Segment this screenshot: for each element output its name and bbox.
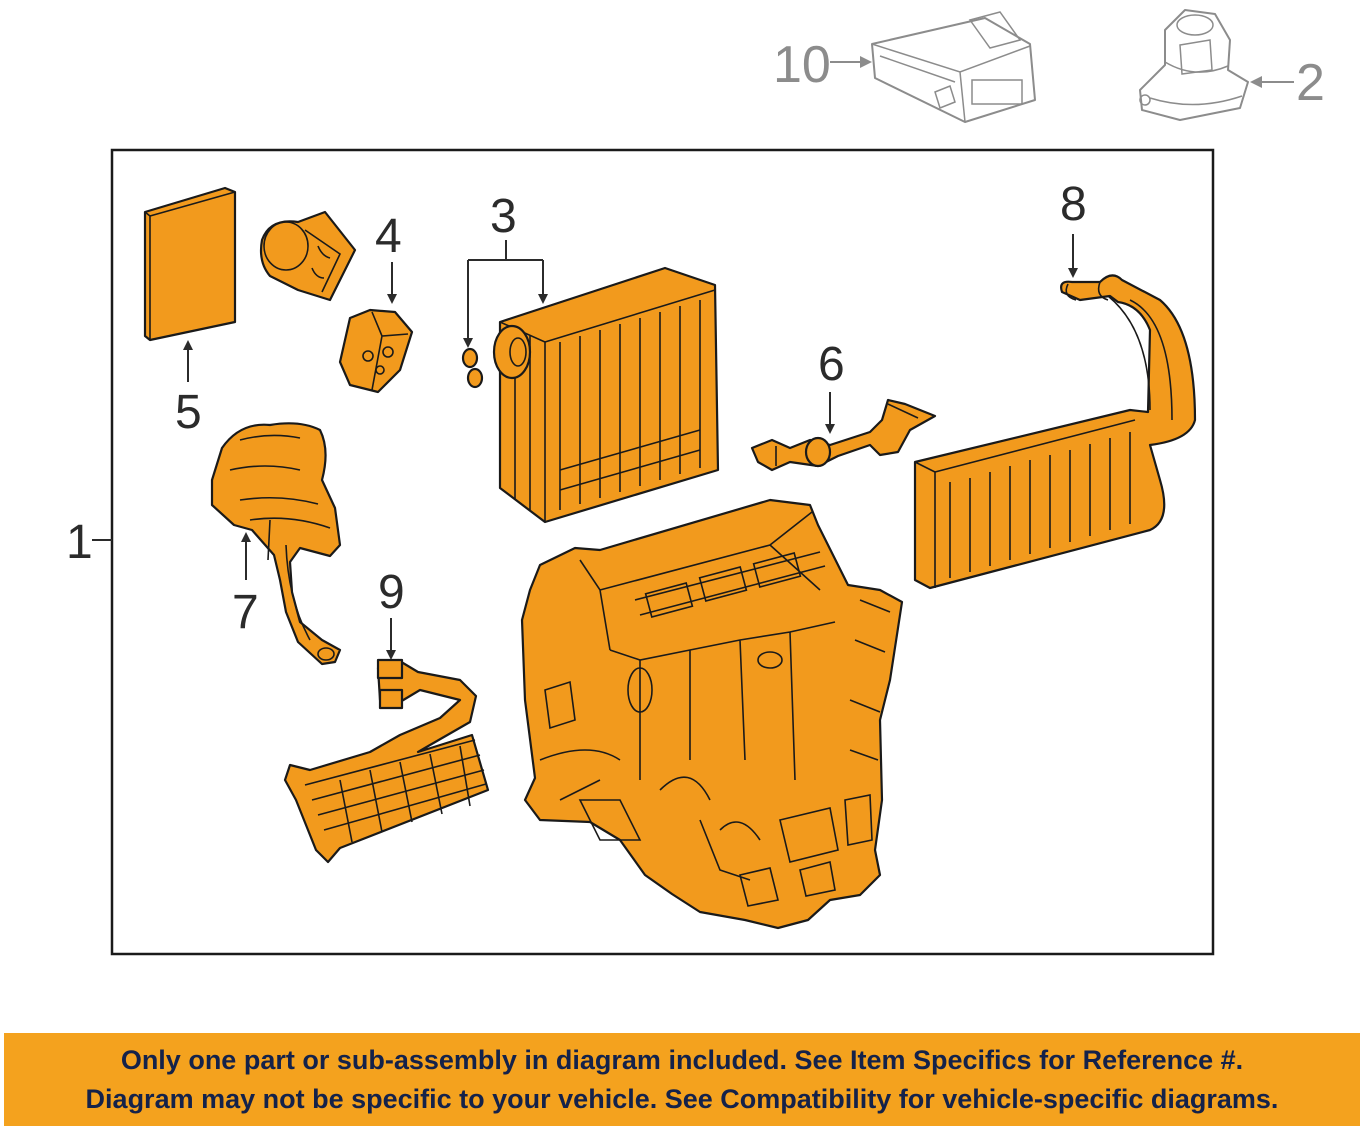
part-4-expansion-valve <box>338 308 414 394</box>
part-3-evaporator <box>461 266 720 524</box>
assembly-frame <box>110 148 1215 956</box>
part-servo-motor <box>259 210 357 302</box>
callout-10: 10 <box>773 36 831 94</box>
part-2-actuator <box>1139 9 1249 121</box>
part-10-control-module <box>871 11 1036 123</box>
callout-5: 5 <box>175 386 202 439</box>
parts-diagram: 10 2 1 5 4 <box>66 9 1325 956</box>
part-5-filter <box>143 186 237 342</box>
callout-6: 6 <box>818 338 845 391</box>
disclaimer-line-1: Only one part or sub-assembly in diagram… <box>120 1044 1244 1075</box>
part-8-heater-core <box>913 274 1197 590</box>
callout-9: 9 <box>378 566 405 619</box>
callout-1: 1 <box>66 516 93 569</box>
part-6-sensor <box>750 398 937 472</box>
callout-7: 7 <box>232 586 259 639</box>
callout-4: 4 <box>375 210 402 263</box>
callout-3: 3 <box>490 190 517 243</box>
disclaimer-line-2: Diagram may not be specific to your vehi… <box>85 1083 1279 1114</box>
part-hvac-case <box>520 498 904 930</box>
part-7-duct <box>210 422 342 666</box>
callout-8: 8 <box>1060 178 1087 231</box>
part-9-heater-element <box>283 658 490 864</box>
leader-3-bracket <box>468 240 543 261</box>
callout-2: 2 <box>1296 54 1325 112</box>
disclaimer-banner: Only one part or sub-assembly in diagram… <box>4 1033 1360 1126</box>
